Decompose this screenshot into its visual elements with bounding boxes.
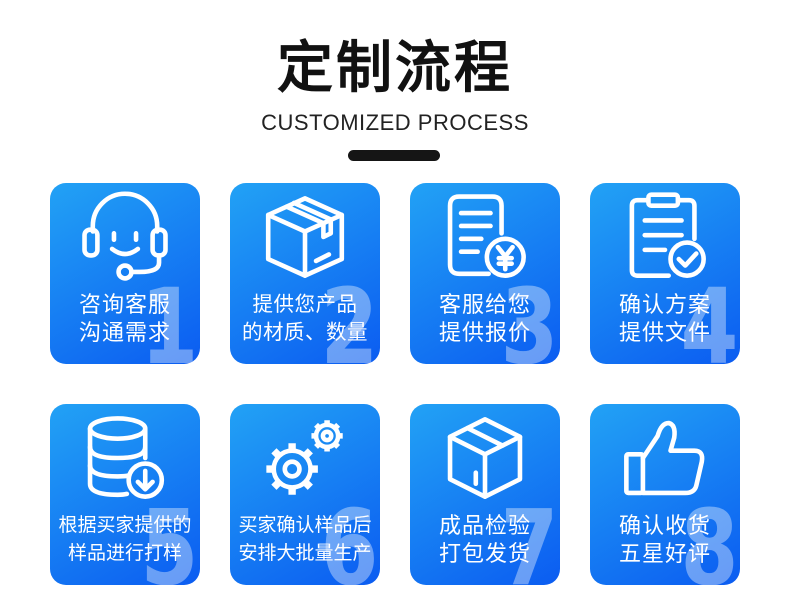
package-box-icon [259,191,351,283]
step-text-line-1: 客服给您 [438,292,531,317]
database-download-icon [79,412,171,504]
step-number: 2 [320,266,378,364]
step-number: 7 [500,487,558,585]
page-title: 定制流程 [277,36,513,99]
step-text-line-1: 确认收货 [618,513,711,538]
step-description: 咨询客服 沟通需求 [50,291,200,347]
step-description: 确认收货 五星好评 [590,512,740,568]
yen-document-icon [439,191,531,283]
step-number: 1 [140,266,198,364]
title-divider-bar [348,150,440,161]
step-text-line-2: 提供报价 [438,320,531,345]
step-text-line-1: 确认方案 [618,292,711,317]
step-text-line-2: 沟通需求 [78,320,171,345]
step-card-4: 4 确认方案 提供文件 [590,183,740,364]
gears-icon [259,412,351,504]
step-text-line-1: 成品检验 [438,513,531,538]
step-text-line-1: 提供您产品 [252,293,358,316]
step-text-line-2: 五星好评 [618,541,711,566]
step-text-line-2: 提供文件 [618,320,711,345]
step-card-1: 1 咨询客服 沟通需求 [50,183,200,364]
step-card-3: 3 客服给您 提供报价 [410,183,560,364]
thumbs-up-icon [619,412,711,504]
step-description: 客服给您 提供报价 [410,291,560,347]
process-steps-grid: 1 咨询客服 沟通需求 2 提供您产品 的材质、数量 [50,183,740,585]
step-description: 成品检验 打包发货 [410,512,560,568]
page-subtitle: CUSTOMIZED PROCESS [261,110,529,135]
clipboard-check-icon [619,191,711,283]
step-card-8: 8 确认收货 五星好评 [590,404,740,585]
step-text-line-1: 咨询客服 [78,292,171,317]
step-text-line-2: 的材质、数量 [242,321,368,344]
step-card-6: 6 买家确认样品后 安排大批量生产 [230,404,380,585]
step-text-line-1: 买家确认样品后 [238,515,372,536]
step-text-line-2: 打包发货 [438,541,531,566]
step-number: 6 [320,487,378,585]
step-number: 4 [680,266,738,364]
step-number: 3 [500,266,558,364]
step-description: 提供您产品 的材质、数量 [230,291,380,347]
step-number: 8 [680,487,738,585]
step-text-line-2: 安排大批量生产 [238,543,372,564]
step-description: 确认方案 提供文件 [590,291,740,347]
headset-icon [79,191,171,283]
step-card-2: 2 提供您产品 的材质、数量 [230,183,380,364]
step-card-5: 5 根据买家提供的 样品进行打样 [50,404,200,585]
step-description: 买家确认样品后 安排大批量生产 [230,512,380,568]
step-text-line-1: 根据买家提供的 [58,515,192,536]
step-description: 根据买家提供的 样品进行打样 [50,512,200,568]
step-number: 5 [140,487,198,585]
cube-box-icon [439,412,531,504]
step-text-line-2: 样品进行打样 [67,543,182,564]
step-card-7: 7 成品检验 打包发货 [410,404,560,585]
